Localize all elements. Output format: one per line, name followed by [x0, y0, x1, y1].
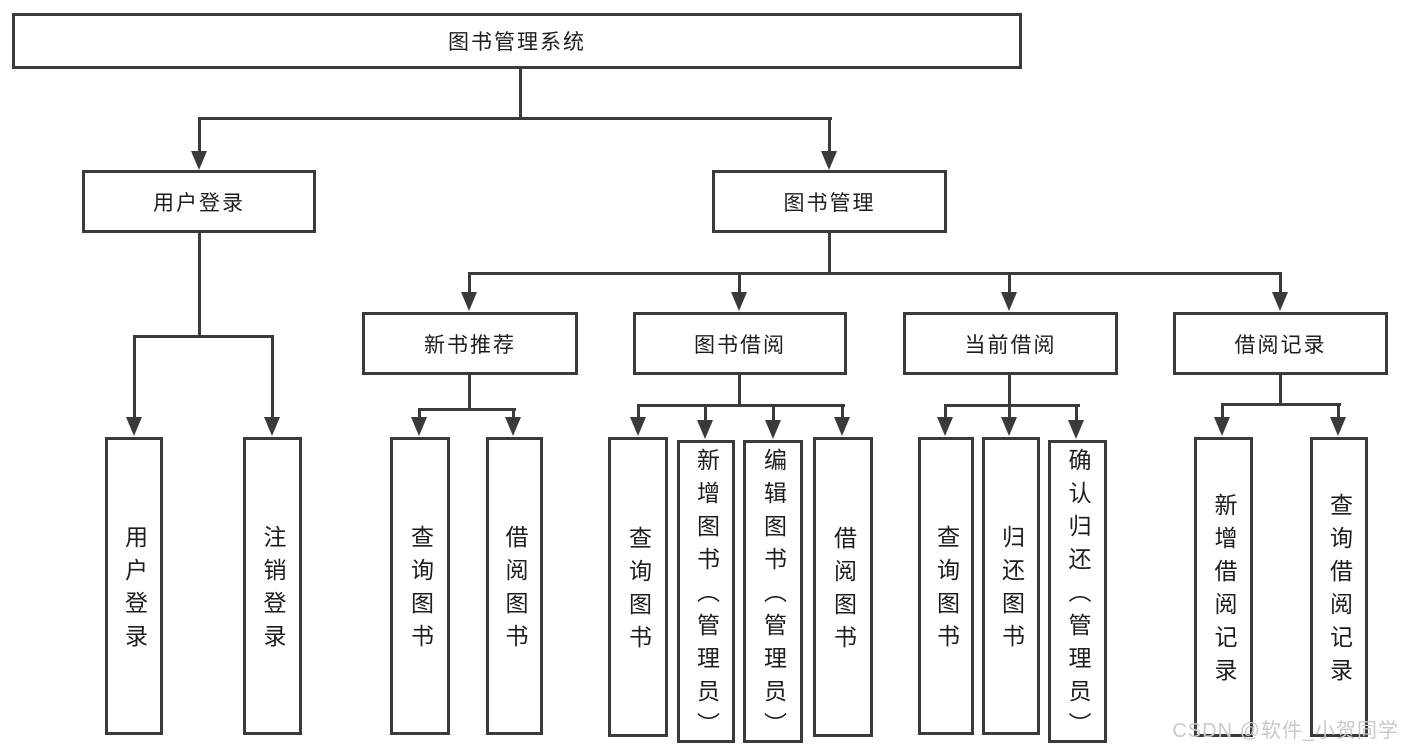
node-leaf-confirm-return-admin: 确认归还（管理员） [1048, 440, 1107, 745]
node-leaf-query-books-1-label: 查询图书 [407, 525, 434, 657]
connector-segment [198, 117, 832, 120]
connector-segment [1221, 403, 1224, 419]
node-borrow-records-label: 借阅记录 [1234, 333, 1327, 357]
node-leaf-query-books-3-label: 查询图书 [933, 525, 960, 657]
connector-segment [468, 272, 1282, 275]
connector-segment [512, 408, 515, 419]
node-new-book-recommend: 新书推荐 [362, 312, 578, 375]
node-book-borrow: 图书借阅 [633, 312, 847, 375]
node-leaf-query-borrow-record-label: 查询借阅记录 [1326, 493, 1353, 691]
node-leaf-logout-label: 注销登录 [260, 525, 286, 657]
connector-segment [133, 335, 136, 419]
connector-segment [1221, 403, 1341, 406]
arrow-down-icon [505, 417, 521, 436]
connector-segment [1279, 272, 1282, 295]
node-leaf-borrow-books-1: 借阅图书 [486, 437, 543, 735]
arrow-down-icon [1001, 417, 1017, 436]
arrow-down-icon [1068, 420, 1084, 439]
connector-segment [418, 408, 421, 419]
node-leaf-query-books-2: 查询图书 [608, 437, 668, 737]
connector-segment [468, 272, 471, 295]
node-leaf-borrow-books-2: 借阅图书 [813, 437, 873, 737]
connector-segment [637, 404, 845, 407]
node-leaf-add-borrow-record: 新增借阅记录 [1194, 437, 1253, 737]
connector-segment [1008, 272, 1011, 295]
connector-segment [738, 375, 741, 406]
connector-segment [198, 233, 201, 337]
connector-segment [1008, 404, 1011, 419]
arrow-down-icon [765, 420, 781, 439]
node-book-management: 图书管理 [712, 170, 947, 233]
node-new-book-recommend-label: 新书推荐 [424, 333, 516, 357]
node-user-login: 用户登录 [82, 170, 316, 233]
connector-segment [271, 335, 274, 419]
node-leaf-user-login: 用户登录 [105, 437, 163, 735]
arrow-down-icon [697, 420, 713, 439]
arrow-down-icon [126, 417, 142, 436]
node-leaf-confirm-return-admin-label: 确认归还（管理员） [1065, 448, 1091, 745]
connector-segment [944, 404, 947, 419]
connector-segment [1279, 375, 1282, 405]
arrow-down-icon [264, 417, 280, 436]
connector-segment [1337, 403, 1340, 419]
node-leaf-add-borrow-record-label: 新增借阅记录 [1211, 493, 1237, 691]
connector-segment [198, 117, 201, 152]
arrow-down-icon [821, 151, 837, 170]
node-leaf-query-books-2-label: 查询图书 [625, 526, 652, 658]
connector-segment [1008, 375, 1011, 406]
connector-segment [418, 408, 516, 411]
node-current-borrow-label: 当前借阅 [964, 333, 1057, 357]
node-leaf-return-books: 归还图书 [982, 437, 1040, 735]
node-user-login-label: 用户登录 [153, 191, 245, 215]
connector-segment [841, 404, 844, 419]
arrow-down-icon [461, 292, 477, 311]
connector-segment [772, 404, 775, 421]
arrow-down-icon [1272, 292, 1288, 311]
node-current-borrow: 当前借阅 [903, 312, 1118, 375]
node-leaf-add-books-admin: 新增图书（管理员） [677, 440, 735, 745]
node-borrow-records: 借阅记录 [1173, 312, 1388, 375]
connector-segment [468, 375, 471, 410]
csdn-watermark: CSDN @软件_小贺同学 [1172, 720, 1399, 742]
node-root: 图书管理系统 [12, 13, 1022, 69]
node-root-label: 图书管理系统 [448, 31, 586, 54]
connector-segment [133, 335, 274, 338]
node-leaf-query-books-3: 查询图书 [918, 437, 974, 735]
arrow-down-icon [834, 417, 850, 436]
node-leaf-edit-books-admin: 编辑图书（管理员） [743, 440, 803, 745]
arrow-down-icon [1214, 417, 1230, 436]
node-leaf-borrow-books-1-label: 借阅图书 [502, 525, 528, 657]
node-leaf-query-borrow-record: 查询借阅记录 [1310, 437, 1368, 737]
connector-segment [738, 272, 741, 295]
connector-segment [1075, 404, 1078, 421]
node-leaf-edit-books-admin-label: 编辑图书（管理员） [760, 448, 787, 745]
node-book-borrow-label: 图书借阅 [694, 333, 786, 357]
connector-segment [828, 233, 831, 274]
node-leaf-borrow-books-2-label: 借阅图书 [830, 526, 857, 658]
arrow-down-icon [731, 292, 747, 311]
node-leaf-add-books-admin-label: 新增图书（管理员） [693, 448, 720, 745]
connector-segment [828, 117, 831, 152]
arrow-down-icon [1330, 417, 1346, 436]
arrow-down-icon [191, 151, 207, 170]
arrow-down-icon [1001, 292, 1017, 311]
node-book-management-label: 图书管理 [783, 191, 876, 215]
connector-segment [637, 404, 640, 419]
arrow-down-icon [411, 417, 427, 436]
arrow-down-icon [630, 417, 646, 436]
arrow-down-icon [937, 417, 953, 436]
node-leaf-return-books-label: 归还图书 [998, 525, 1025, 657]
connector-segment [519, 68, 522, 118]
node-leaf-user-login-label: 用户登录 [121, 525, 148, 657]
connector-segment [944, 404, 1080, 407]
node-leaf-query-books-1: 查询图书 [390, 437, 450, 735]
connector-segment [704, 404, 707, 421]
node-leaf-logout: 注销登录 [243, 437, 302, 735]
